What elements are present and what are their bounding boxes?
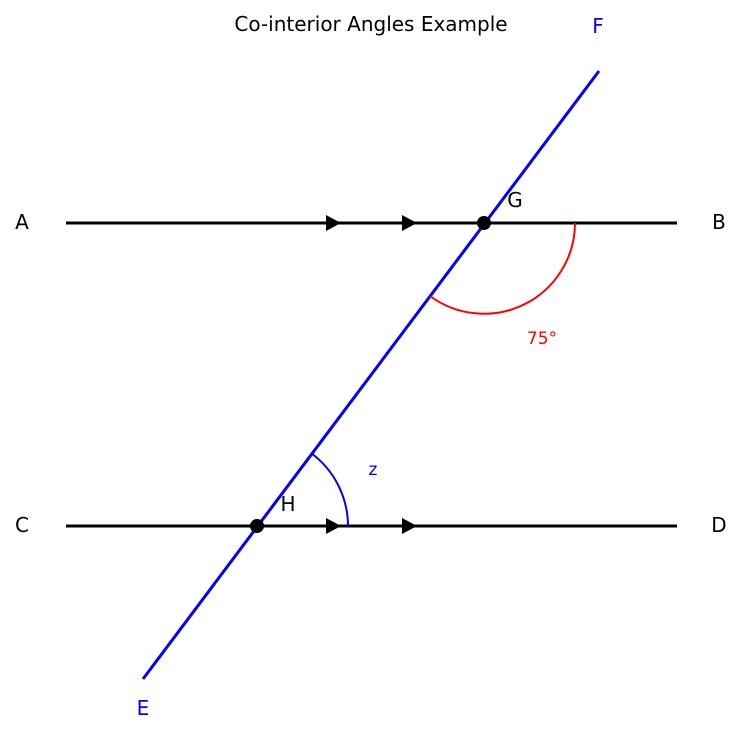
label-a: A (15, 210, 29, 234)
unknown-angle-label: z (369, 460, 378, 480)
label-d: D (711, 513, 726, 537)
label-b: B (712, 210, 726, 234)
parallel-arrow-cd-2 (402, 518, 417, 534)
transversal-ef (141, 70, 601, 680)
parallel-arrow-ab-2 (402, 215, 417, 231)
label-e: E (137, 696, 150, 720)
point-g (477, 216, 491, 230)
unknown-angle-arc (310, 452, 349, 527)
diagram-title: Co-interior Angles Example (234, 12, 507, 36)
label-c: C (15, 513, 29, 537)
known-angle-label: 75° (527, 329, 557, 349)
label-g: G (507, 188, 523, 212)
parallel-arrow-cd-1 (326, 518, 341, 534)
parallel-arrow-ab-1 (326, 215, 341, 231)
known-angle-arc (429, 222, 576, 315)
point-h (250, 519, 264, 533)
label-f: F (592, 14, 604, 38)
label-h: H (280, 492, 295, 516)
